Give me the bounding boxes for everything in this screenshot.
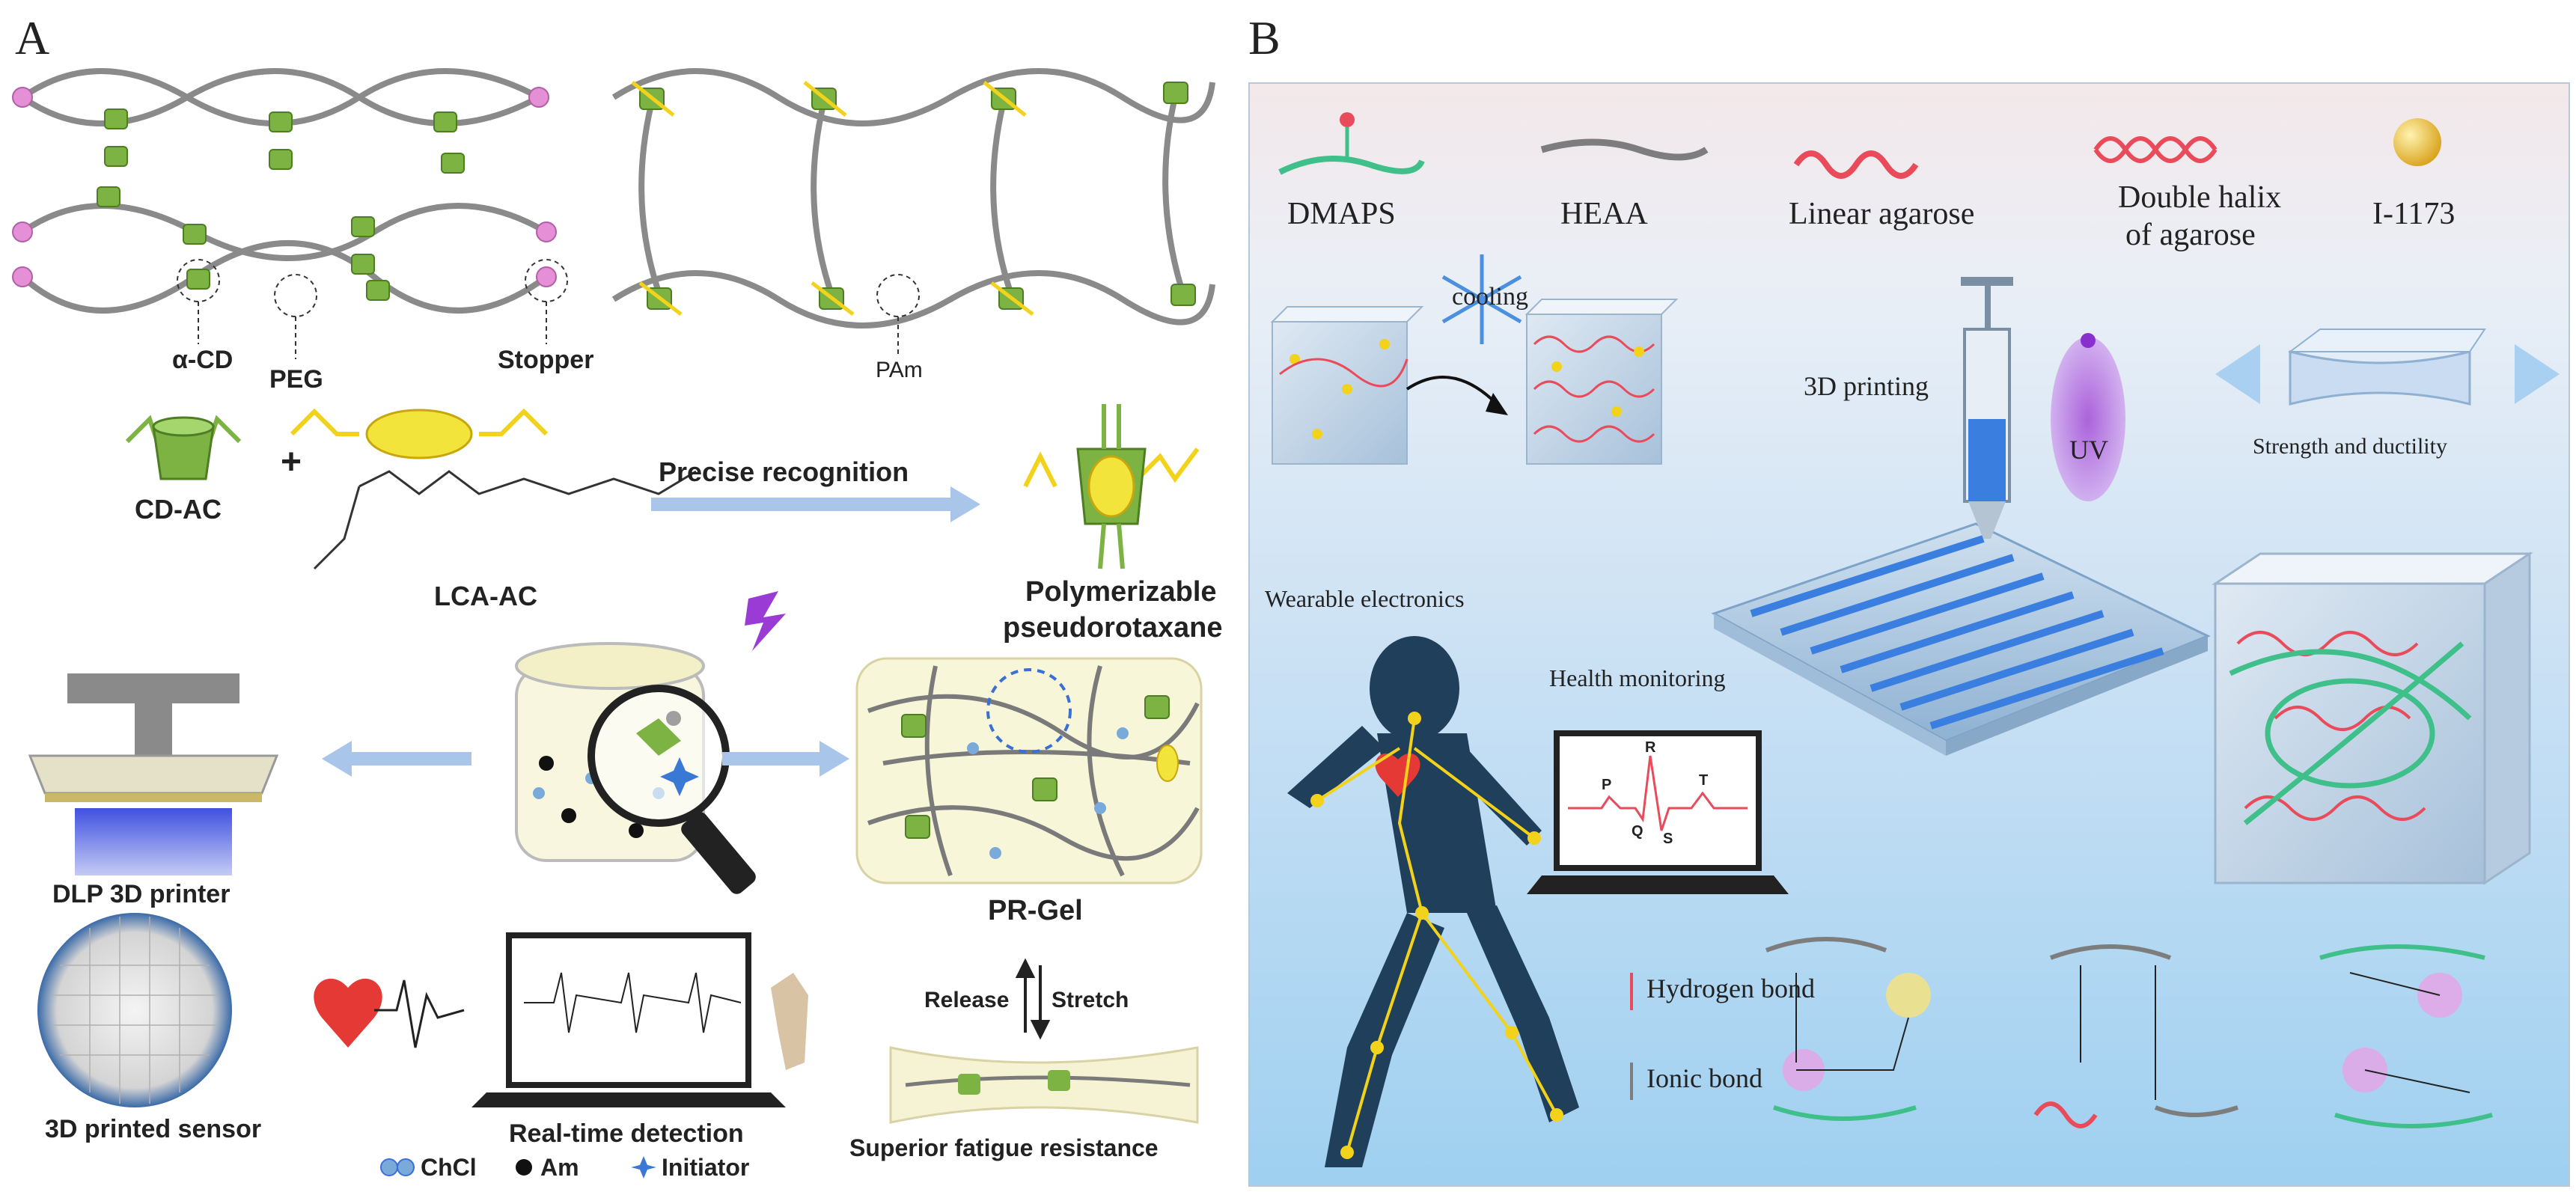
label-cooling: cooling: [1452, 283, 1528, 311]
stretched-gel: [889, 1046, 1199, 1124]
panel-b-letter: B: [1248, 11, 1281, 64]
legend-initiator: Initiator: [662, 1154, 750, 1181]
linear-agarose-icon: [1793, 150, 1919, 179]
cd-ring-icon: [97, 108, 465, 301]
legend-chcl: ChCl: [421, 1154, 477, 1181]
pr-gel-network: [855, 657, 1203, 884]
printed-plate: [1711, 522, 2211, 756]
arrow-to-printer: [322, 741, 471, 777]
label-initiator: I-1173: [2372, 197, 2456, 231]
label-cd-ac: CD-AC: [135, 494, 222, 525]
label-polymerizable: Polymerizable: [1025, 576, 1217, 608]
syringe-icon: [1961, 277, 2013, 539]
label-health-monitoring: Health monitoring: [1549, 664, 1726, 691]
runner-figure: [1287, 636, 1579, 1167]
label-pseudorotaxane: pseudorotaxane: [1003, 612, 1223, 644]
legend-am: Am: [540, 1154, 579, 1181]
double-helix-icon: [2093, 136, 2218, 163]
label-fatigue-resistance: Superior fatigue resistance: [849, 1134, 1159, 1161]
uv-lamp-icon: [2051, 333, 2125, 501]
ecg-p: P: [1602, 777, 1612, 793]
dlp-printer-icon: [28, 673, 279, 875]
ecg-r: R: [1645, 739, 1656, 756]
label-of-agarose: of agarose: [2125, 218, 2256, 252]
label-stopper: Stopper: [498, 346, 594, 374]
label-3d-printing: 3D printing: [1804, 371, 1929, 401]
precursor-beaker: [515, 642, 756, 894]
ecg-s: S: [1663, 831, 1673, 847]
laptop-icon: [471, 932, 786, 1107]
label-double-helix: Double halix: [2118, 180, 2282, 215]
label-linear-agarose: Linear agarose: [1789, 197, 1975, 231]
initiator-ball-icon: [2393, 118, 2441, 166]
legend-markers: [380, 1156, 656, 1179]
hand-icon: [771, 973, 808, 1070]
label-strength-ductility: Strength and ductility: [2253, 434, 2447, 459]
ecg-t: T: [1699, 772, 1709, 789]
snowflake-icon: [1441, 254, 1522, 344]
bond-structure-1: [1765, 937, 1931, 1121]
strength-block: [2215, 328, 2560, 406]
cooled-gel-cube: [1524, 299, 1679, 465]
label-precise-recognition: Precise recognition: [659, 456, 909, 487]
label-pr-gel: PR-Gel: [988, 895, 1083, 926]
label-wearable: Wearable electronics: [1265, 585, 1465, 612]
ecg-q: Q: [1632, 823, 1643, 840]
label-plus: +: [281, 442, 302, 482]
dmaps-icon: [1278, 112, 1425, 175]
panel-a-letter: A: [15, 11, 50, 64]
heart-ecg-icon: [314, 978, 465, 1048]
label-alpha-cd: α-CD: [172, 346, 234, 374]
label-heaa: HEAA: [1560, 197, 1648, 231]
precursor-cube: [1270, 306, 1424, 465]
label-peg: PEG: [269, 365, 323, 394]
printed-sensor-image: [37, 913, 232, 1107]
label-stretch: Stretch: [1052, 988, 1129, 1012]
cooling-arrow: [1405, 376, 1498, 406]
pseudorotaxane-molecule: [1023, 404, 1200, 569]
label-uv: UV: [2069, 435, 2108, 465]
label-dlp-printer: DLP 3D printer: [52, 880, 231, 908]
heaa-icon: [1540, 138, 1709, 161]
pam-network: [611, 68, 1215, 355]
legend-hydrogen-bond: Hydrogen bond: [1646, 974, 1815, 1003]
release-stretch-arrows: [1015, 958, 1051, 1040]
network-cube: [2212, 551, 2533, 885]
lca-ac-molecule: [290, 408, 697, 570]
pseudorotaxane-network: [12, 68, 568, 359]
label-pam: PAm: [876, 358, 923, 382]
arrow-to-gel: [722, 741, 849, 777]
label-realtime-detection: Real-time detection: [509, 1119, 744, 1148]
lightning-icon: [745, 591, 786, 651]
legend-ionic-bond: Ionic bond: [1646, 1063, 1762, 1093]
label-lca-ac: LCA-AC: [434, 581, 537, 611]
label-printed-sensor: 3D printed sensor: [45, 1115, 262, 1143]
ecg-laptop-icon: [1527, 730, 1789, 894]
stopper-icon: [12, 87, 557, 287]
label-release: Release: [924, 988, 1010, 1012]
precise-recognition-arrow: [651, 486, 980, 522]
cd-ac-molecule: [125, 415, 242, 480]
bond-structure-3: [2319, 944, 2493, 1128]
bond-structure-2: [2033, 944, 2238, 1128]
label-dmaps: DMAPS: [1287, 197, 1396, 231]
